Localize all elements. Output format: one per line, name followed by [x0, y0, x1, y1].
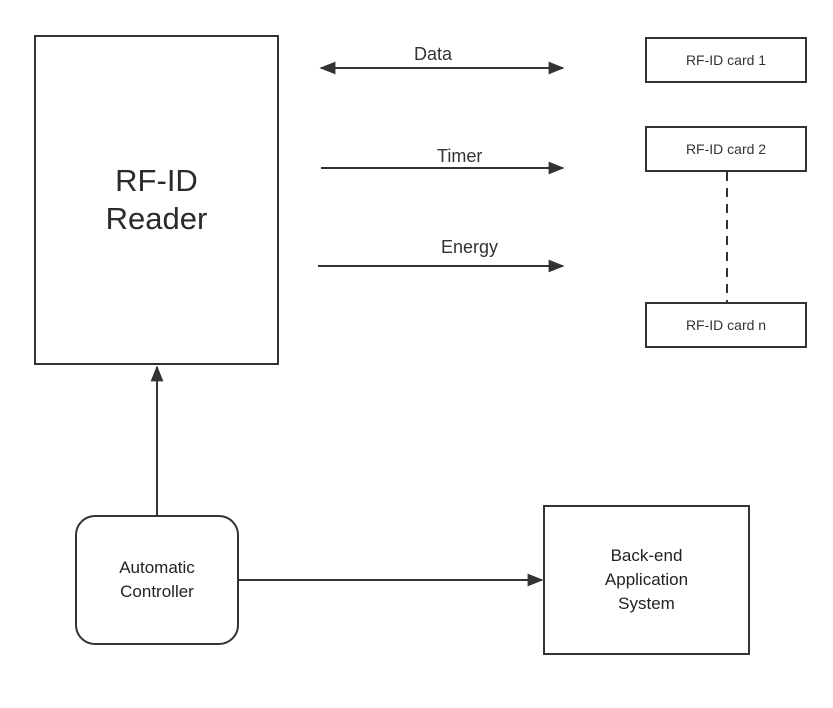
- rfid-card-n-label: RF-ID card n: [685, 317, 767, 333]
- rfid-reader-title: RF-ID Reader: [105, 163, 208, 236]
- rfid-card-1-label: RF-ID card 1: [685, 52, 767, 68]
- data-label: Data: [414, 44, 453, 64]
- backend-system-label: Back-end Application System: [604, 546, 689, 613]
- rfid-card-2-box: RF-ID card 2: [645, 126, 807, 172]
- timer-label: Timer: [437, 146, 483, 166]
- rfid-card-n-box: RF-ID card n: [645, 302, 807, 348]
- automatic-controller-label: Automatic Controller: [119, 558, 195, 601]
- rfid-card-2-label: RF-ID card 2: [685, 141, 767, 157]
- rfid-reader-box: RF-ID Reader: [34, 35, 279, 365]
- rfid-card-1-box: RF-ID card 1: [645, 37, 807, 83]
- backend-system-box: Back-end Application System: [543, 505, 750, 655]
- energy-label: Energy: [441, 237, 499, 257]
- automatic-controller-box: Automatic Controller: [75, 515, 239, 645]
